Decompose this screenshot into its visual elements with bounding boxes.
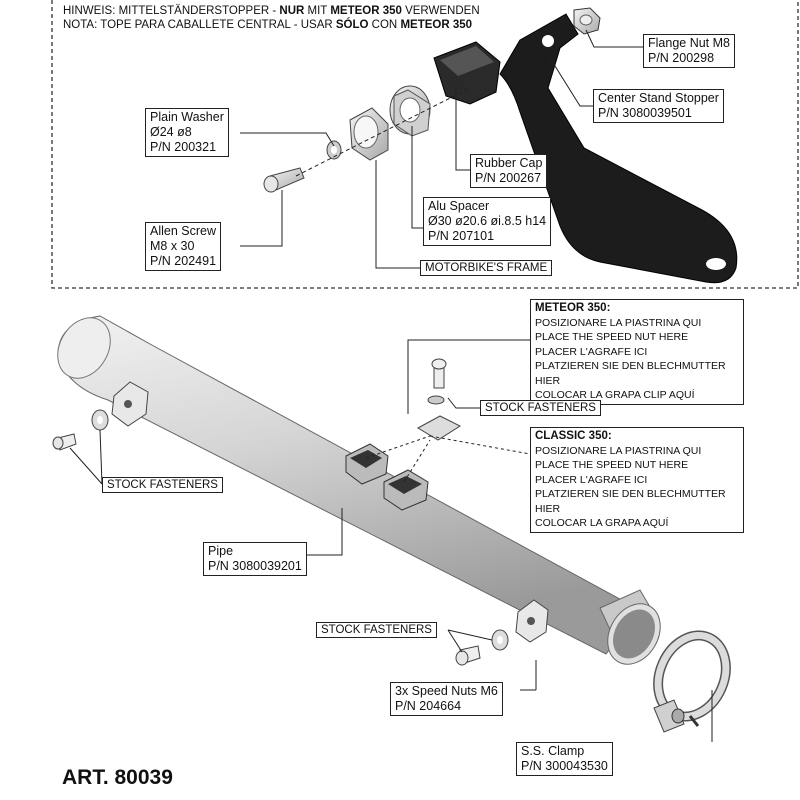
callout-ss-clamp: S.S. Clamp P/N 300043530: [516, 742, 613, 776]
meteor-line: PLACER L'AGRAFE ICI: [535, 345, 648, 358]
part-name: Plain Washer: [150, 110, 224, 124]
note-es-emphasis-1: SÓLO: [335, 19, 369, 31]
part-number: P/N 200321: [150, 140, 217, 154]
callout-allen-screw: Allen Screw M8 x 30 P/N 202491: [145, 222, 222, 271]
alu-spacer-shape: [389, 85, 431, 137]
ss-clamp-shape: [653, 630, 731, 733]
meteor-title: METEOR 350:: [535, 302, 611, 314]
part-name: Flange Nut M8: [648, 36, 730, 50]
part-number: P/N 300043530: [521, 759, 608, 773]
note-de-emphasis-1: NUR: [279, 5, 305, 17]
part-number: P/N 202491: [150, 254, 217, 268]
pipe-shape: [57, 315, 661, 665]
flange-nut-shape: [573, 7, 601, 35]
meteor-line: COLOCAR LA GRAPA CLIP AQUÍ: [535, 389, 695, 401]
part-name: 3x Speed Nuts M6: [395, 684, 498, 698]
note-es-text: NOTA: TOPE PARA CABALLETE CENTRAL - USAR: [63, 19, 336, 31]
speed-nut-classic-on-pipe: [383, 469, 429, 511]
pipe-mount-tab-front: [111, 381, 149, 427]
part-number: P/N 200267: [475, 171, 542, 185]
callout-rubber-cap: Rubber Cap P/N 200267: [470, 154, 548, 188]
classic-350-instructions: CLASSIC 350: POSIZIONARE LA PIASTRINA QU…: [530, 427, 744, 533]
meteor-line: PLATZIEREN SIE DEN BLECHMUTTER HIER: [535, 360, 726, 387]
note-de-suffix: VERWENDEN: [401, 5, 480, 17]
note-de-text: HINWEIS: MITTELSTÄNDERSTOPPER -: [63, 5, 280, 17]
note-german: HINWEIS: MITTELSTÄNDERSTOPPER - NUR MIT …: [63, 4, 480, 18]
plain-washer-shape: [326, 140, 342, 160]
note-es-mid: CON: [368, 19, 401, 31]
callout-plain-washer: Plain Washer Ø24 ø8 P/N 200321: [145, 108, 229, 157]
part-number: P/N 3080039201: [208, 559, 302, 573]
callout-center-stand-stopper: Center Stand Stopper P/N 3080039501: [593, 89, 724, 123]
part-name: S.S. Clamp: [521, 744, 585, 758]
meteor-line: POSIZIONARE LA PIASTRINA QUI: [535, 316, 702, 329]
part-number: P/N 204664: [395, 699, 462, 713]
part-number: P/N 3080039501: [598, 106, 692, 120]
classic-line: PLACE THE SPEED NUT HERE: [535, 459, 689, 471]
classic-line: PLACER L'AGRAFE ICI: [535, 473, 648, 486]
label-stock-fasteners-bottom: STOCK FASTENERS: [316, 622, 437, 638]
frame-piece-shape: [349, 107, 389, 161]
part-name: Allen Screw: [150, 224, 216, 238]
part-spec: Ø24 ø8: [150, 125, 192, 139]
allen-screw-shape: [263, 167, 305, 193]
meteor-350-instructions: METEOR 350: POSIZIONARE LA PIASTRINA QUI…: [530, 299, 744, 405]
callout-pipe: Pipe P/N 3080039201: [203, 542, 307, 576]
part-number: P/N 207101: [428, 229, 495, 243]
part-name: Rubber Cap: [475, 156, 543, 170]
callout-flange-nut: Flange Nut M8 P/N 200298: [643, 34, 735, 68]
part-name: Center Stand Stopper: [598, 91, 719, 105]
callout-alu-spacer: Alu Spacer Ø30 ø20.6 øi.8.5 h14 P/N 2071…: [423, 197, 552, 246]
part-name: Pipe: [208, 544, 234, 558]
note-es-emphasis-2: METEOR 350: [400, 19, 473, 31]
stock-fastener-bottom: [455, 629, 509, 666]
article-number: ART. 80039: [62, 766, 173, 789]
classic-line: POSIZIONARE LA PIASTRINA QUI: [535, 444, 702, 457]
pipe-mount-tab-rear: [515, 599, 549, 643]
rubber-cap-shape: [433, 41, 501, 105]
label-stock-fasteners-left: STOCK FASTENERS: [102, 477, 223, 493]
note-de-mid: MIT: [304, 5, 331, 17]
part-name: Alu Spacer: [428, 199, 490, 213]
classic-line: PLATZIEREN SIE DEN BLECHMUTTER HIER: [535, 488, 726, 515]
callout-speed-nuts: 3x Speed Nuts M6 P/N 204664: [390, 682, 503, 716]
note-de-emphasis-2: METEOR 350: [330, 5, 402, 17]
assembly-axis: [295, 87, 471, 177]
part-spec: M8 x 30: [150, 239, 195, 253]
top-section-frame: [51, 0, 799, 289]
note-spanish: NOTA: TOPE PARA CABALLETE CENTRAL - USAR…: [63, 18, 472, 32]
speed-nut-loose: [416, 358, 462, 441]
part-number: P/N 200298: [648, 51, 715, 65]
center-stand-stopper-shape: [499, 13, 738, 284]
label-stock-fasteners-top: STOCK FASTENERS: [480, 400, 601, 416]
label-motorbikes-frame: MOTORBIKE'S FRAME: [420, 260, 553, 276]
classic-title: CLASSIC 350:: [535, 430, 612, 442]
meteor-line: PLACE THE SPEED NUT HERE: [535, 331, 689, 343]
classic-line: COLOCAR LA GRAPA AQUÍ: [535, 517, 669, 529]
stock-fastener-left: [52, 409, 109, 451]
part-spec: Ø30 ø20.6 øi.8.5 h14: [428, 214, 547, 228]
